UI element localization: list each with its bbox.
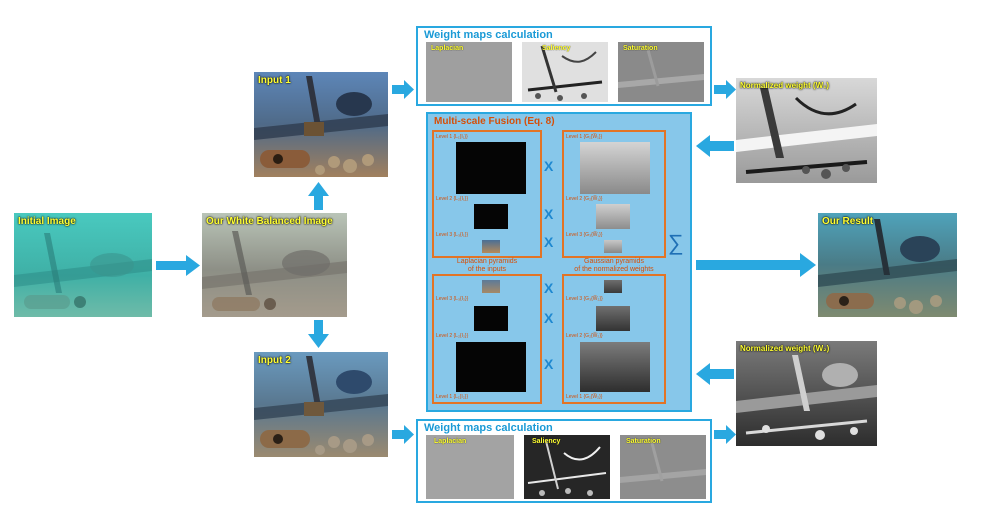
lap-i2-level1 bbox=[456, 342, 526, 392]
input1-label: Input 1 bbox=[258, 75, 291, 86]
lap-i1-level3 bbox=[482, 240, 500, 253]
laplacian-pyramid-input1: Level 1 {L₁{I₁}} Level 2 {L₂{I₁}} Level … bbox=[432, 130, 542, 258]
input1-image: Input 1 bbox=[254, 72, 388, 177]
multiply-symbol: X bbox=[544, 356, 554, 372]
weight-maps-bottom-box: Weight maps calculation Laplacian Salien… bbox=[416, 419, 712, 503]
input2-label: Input 2 bbox=[258, 355, 291, 366]
saturation-map-top: Saturation bbox=[618, 42, 704, 102]
gaussian-pyramid-w1: Level 1 {G₁{W̅₁}} Level 2 {G₂{W̅₁}} Leve… bbox=[562, 130, 666, 258]
multiply-symbol: X bbox=[544, 234, 554, 250]
gauss-w2-level2 bbox=[596, 306, 630, 331]
weight-maps-top-box: Weight maps calculation Laplacian Salien… bbox=[416, 26, 712, 106]
sum-symbol: ∑ bbox=[668, 230, 684, 255]
multiscale-fusion-panel: Multi-scale Fusion (Eq. 8) Level 1 {L₁{I… bbox=[426, 112, 692, 412]
arrow-weights-to-w1 bbox=[714, 80, 736, 99]
initial-image: Initial Image bbox=[14, 213, 152, 317]
gaussian-pyramid-w2: Level 3 {G₃{W̅₂}} Level 2 {G₂{W̅₂}} Leve… bbox=[562, 274, 666, 404]
gauss-w1-level2 bbox=[596, 204, 630, 229]
saliency-map-bottom: Saliency bbox=[524, 435, 610, 499]
fusion-title: Multi-scale Fusion (Eq. 8) bbox=[434, 116, 555, 127]
gauss-w1-level1 bbox=[580, 142, 650, 194]
normalized-w2-label: Normalized weight (W₂) bbox=[740, 344, 830, 353]
multiply-symbol: X bbox=[544, 310, 554, 326]
laplacian-map-bottom: Laplacian bbox=[426, 435, 514, 499]
multiply-symbol: X bbox=[544, 206, 554, 222]
initial-image-label: Initial Image bbox=[18, 216, 76, 227]
saliency-map-top: Saliency bbox=[522, 42, 608, 102]
gauss-w2-level3 bbox=[604, 280, 622, 293]
lap-i1-level2 bbox=[474, 204, 508, 229]
arrow-wb-to-input1 bbox=[308, 182, 329, 210]
result-label: Our Result bbox=[822, 216, 874, 227]
weight-maps-bottom-title: Weight maps calculation bbox=[424, 422, 553, 434]
lap-i1-level1 bbox=[456, 142, 526, 194]
gaussian-caption: Gaussian pyramids of the normalized weig… bbox=[574, 258, 654, 273]
laplacian-caption: Laplacian pyramids of the inputs bbox=[456, 258, 518, 273]
laplacian-map-top: Laplacian bbox=[426, 42, 512, 102]
input2-image: Input 2 bbox=[254, 352, 388, 457]
lap-i2-level2 bbox=[474, 306, 508, 331]
arrow-input1-to-weights bbox=[392, 80, 414, 99]
normalized-w2-image: Normalized weight (W₂) bbox=[736, 341, 877, 446]
arrow-input2-to-weights bbox=[392, 425, 414, 444]
arrow-w2-to-fusion bbox=[696, 363, 734, 385]
saturation-map-bottom: Saturation bbox=[620, 435, 706, 499]
normalized-w1-image: Normalized weight (W₁) bbox=[736, 78, 877, 183]
arrow-initial-to-wb bbox=[156, 255, 200, 276]
arrow-weights-to-w2 bbox=[714, 425, 736, 444]
result-image: Our Result bbox=[818, 213, 957, 317]
gauss-w2-level1 bbox=[580, 342, 650, 392]
normalized-w1-label: Normalized weight (W₁) bbox=[740, 81, 830, 90]
white-balanced-label: Our White Balanced Image bbox=[206, 216, 333, 227]
white-balanced-image: Our White Balanced Image bbox=[202, 213, 347, 317]
lap-i2-level3 bbox=[482, 280, 500, 293]
multiply-symbol: X bbox=[544, 158, 554, 174]
arrow-w1-to-fusion bbox=[696, 135, 734, 157]
arrow-wb-to-input2 bbox=[308, 320, 329, 348]
arrow-fusion-to-result bbox=[696, 253, 816, 277]
laplacian-pyramid-input2: Level 3 {L₃{I₂}} Level 2 {L₂{I₂}} Level … bbox=[432, 274, 542, 404]
multiply-symbol: X bbox=[544, 280, 554, 296]
gauss-w1-level3 bbox=[604, 240, 622, 253]
weight-maps-top-title: Weight maps calculation bbox=[424, 29, 553, 41]
